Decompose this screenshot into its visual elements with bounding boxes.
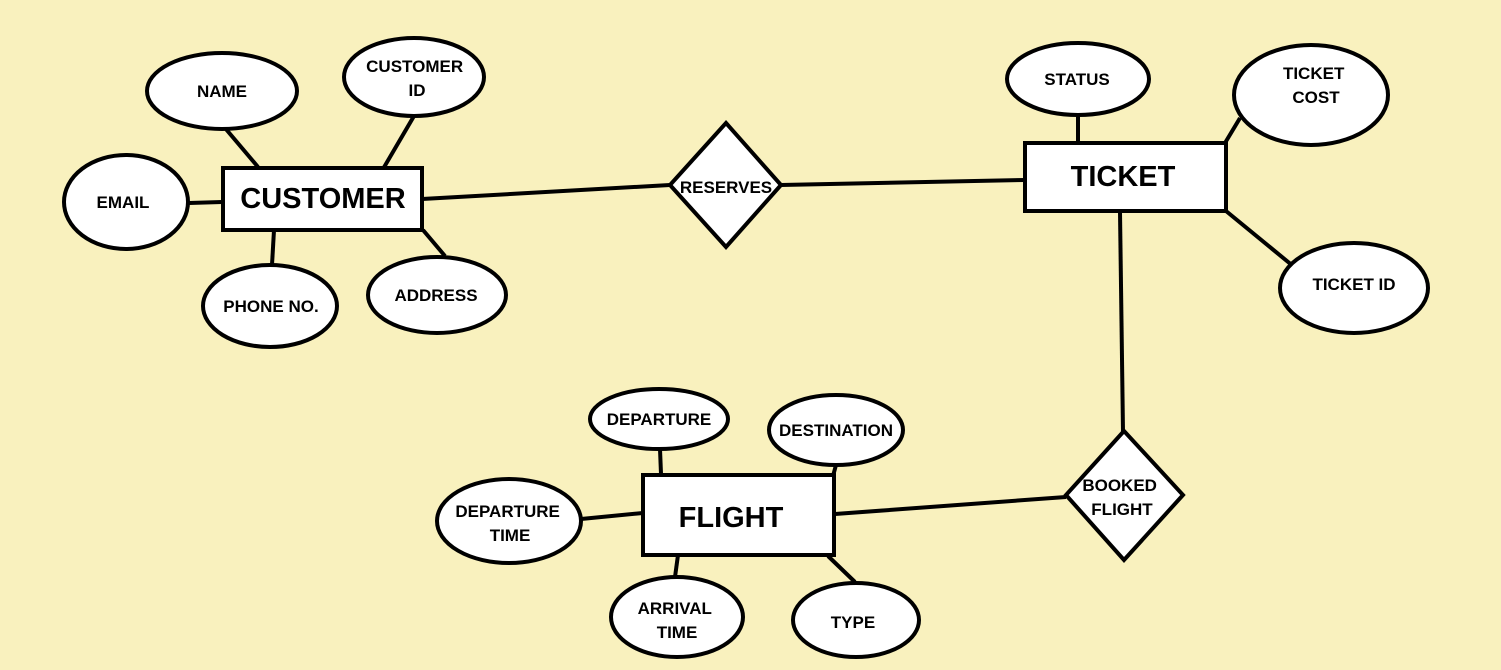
- attribute-departure[interactable]: DEPARTURE: [588, 387, 730, 451]
- edge-flight-type: [826, 554, 857, 584]
- edge-customer-phone: [270, 229, 276, 266]
- entity-customer[interactable]: CUSTOMER: [221, 166, 424, 232]
- edge-flight-arrival-time: [673, 554, 680, 578]
- relationship-reserves-label: RESERVES: [680, 178, 772, 197]
- attribute-name[interactable]: NAME: [145, 51, 299, 131]
- entity-flight-label: FLIGHT: [679, 502, 784, 534]
- attribute-arrival-time[interactable]: ARRIVAL TIME: [609, 575, 745, 659]
- attribute-departure-time-label: DEPARTURE TIME: [455, 502, 564, 545]
- entity-flight[interactable]: FLIGHT: [641, 473, 836, 557]
- attribute-arrival-time-label: ARRIVAL TIME: [638, 599, 717, 642]
- attribute-ticket-id[interactable]: TICKET ID: [1278, 241, 1430, 335]
- attribute-ticket-id-label: TICKET ID: [1312, 275, 1395, 294]
- edge-customer-name: [223, 126, 260, 169]
- relationship-booked-flight-label: BOOKED FLIGHT: [1082, 476, 1161, 519]
- edge-ticket-id: [1224, 209, 1295, 268]
- attribute-customer-id-label: CUSTOMER ID: [366, 57, 468, 100]
- attribute-destination[interactable]: DESTINATION: [767, 393, 905, 467]
- attribute-status-label: STATUS: [1044, 70, 1109, 89]
- attribute-destination-label: DESTINATION: [779, 421, 893, 440]
- edge-booked-flight-flight: [834, 495, 1067, 516]
- attribute-status[interactable]: STATUS: [1005, 41, 1151, 117]
- relationship-reserves[interactable]: RESERVES: [667, 120, 784, 250]
- edge-ticket-booked-flight: [1118, 211, 1125, 433]
- attribute-phone-no-label: PHONE NO.: [223, 297, 318, 316]
- attribute-name-label: NAME: [197, 82, 247, 101]
- edge-reserves-ticket: [780, 178, 1026, 187]
- attribute-phone-no[interactable]: PHONE NO.: [201, 263, 339, 349]
- edge-customer-customer-id: [381, 114, 416, 171]
- attribute-email-label: EMAIL: [97, 193, 150, 212]
- attribute-customer-id[interactable]: CUSTOMER ID: [342, 36, 486, 118]
- attribute-address[interactable]: ADDRESS: [366, 255, 508, 335]
- attribute-email[interactable]: EMAIL: [62, 153, 190, 251]
- attribute-type[interactable]: TYPE: [791, 581, 921, 659]
- relationship-booked-flight[interactable]: BOOKED FLIGHT: [1063, 428, 1186, 563]
- attribute-ticket-cost[interactable]: TICKET COST: [1232, 43, 1390, 147]
- attribute-departure-time[interactable]: DEPARTURE TIME: [435, 477, 583, 565]
- edge-ticket-cost: [1223, 116, 1242, 145]
- edge-flight-departure: [658, 448, 663, 475]
- edge-customer-email: [188, 200, 223, 205]
- entity-ticket[interactable]: TICKET: [1023, 141, 1228, 213]
- attribute-ticket-cost-label: TICKET COST: [1283, 64, 1349, 107]
- attribute-departure-label: DEPARTURE: [607, 410, 712, 429]
- entity-ticket-label: TICKET: [1071, 161, 1176, 193]
- entity-customer-label: CUSTOMER: [240, 183, 405, 215]
- attribute-address-label: ADDRESS: [394, 286, 477, 305]
- edge-customer-reserves: [421, 183, 671, 201]
- edge-flight-departure-time: [580, 511, 644, 521]
- attribute-type-label: TYPE: [831, 613, 875, 632]
- edge-customer-address: [421, 228, 447, 258]
